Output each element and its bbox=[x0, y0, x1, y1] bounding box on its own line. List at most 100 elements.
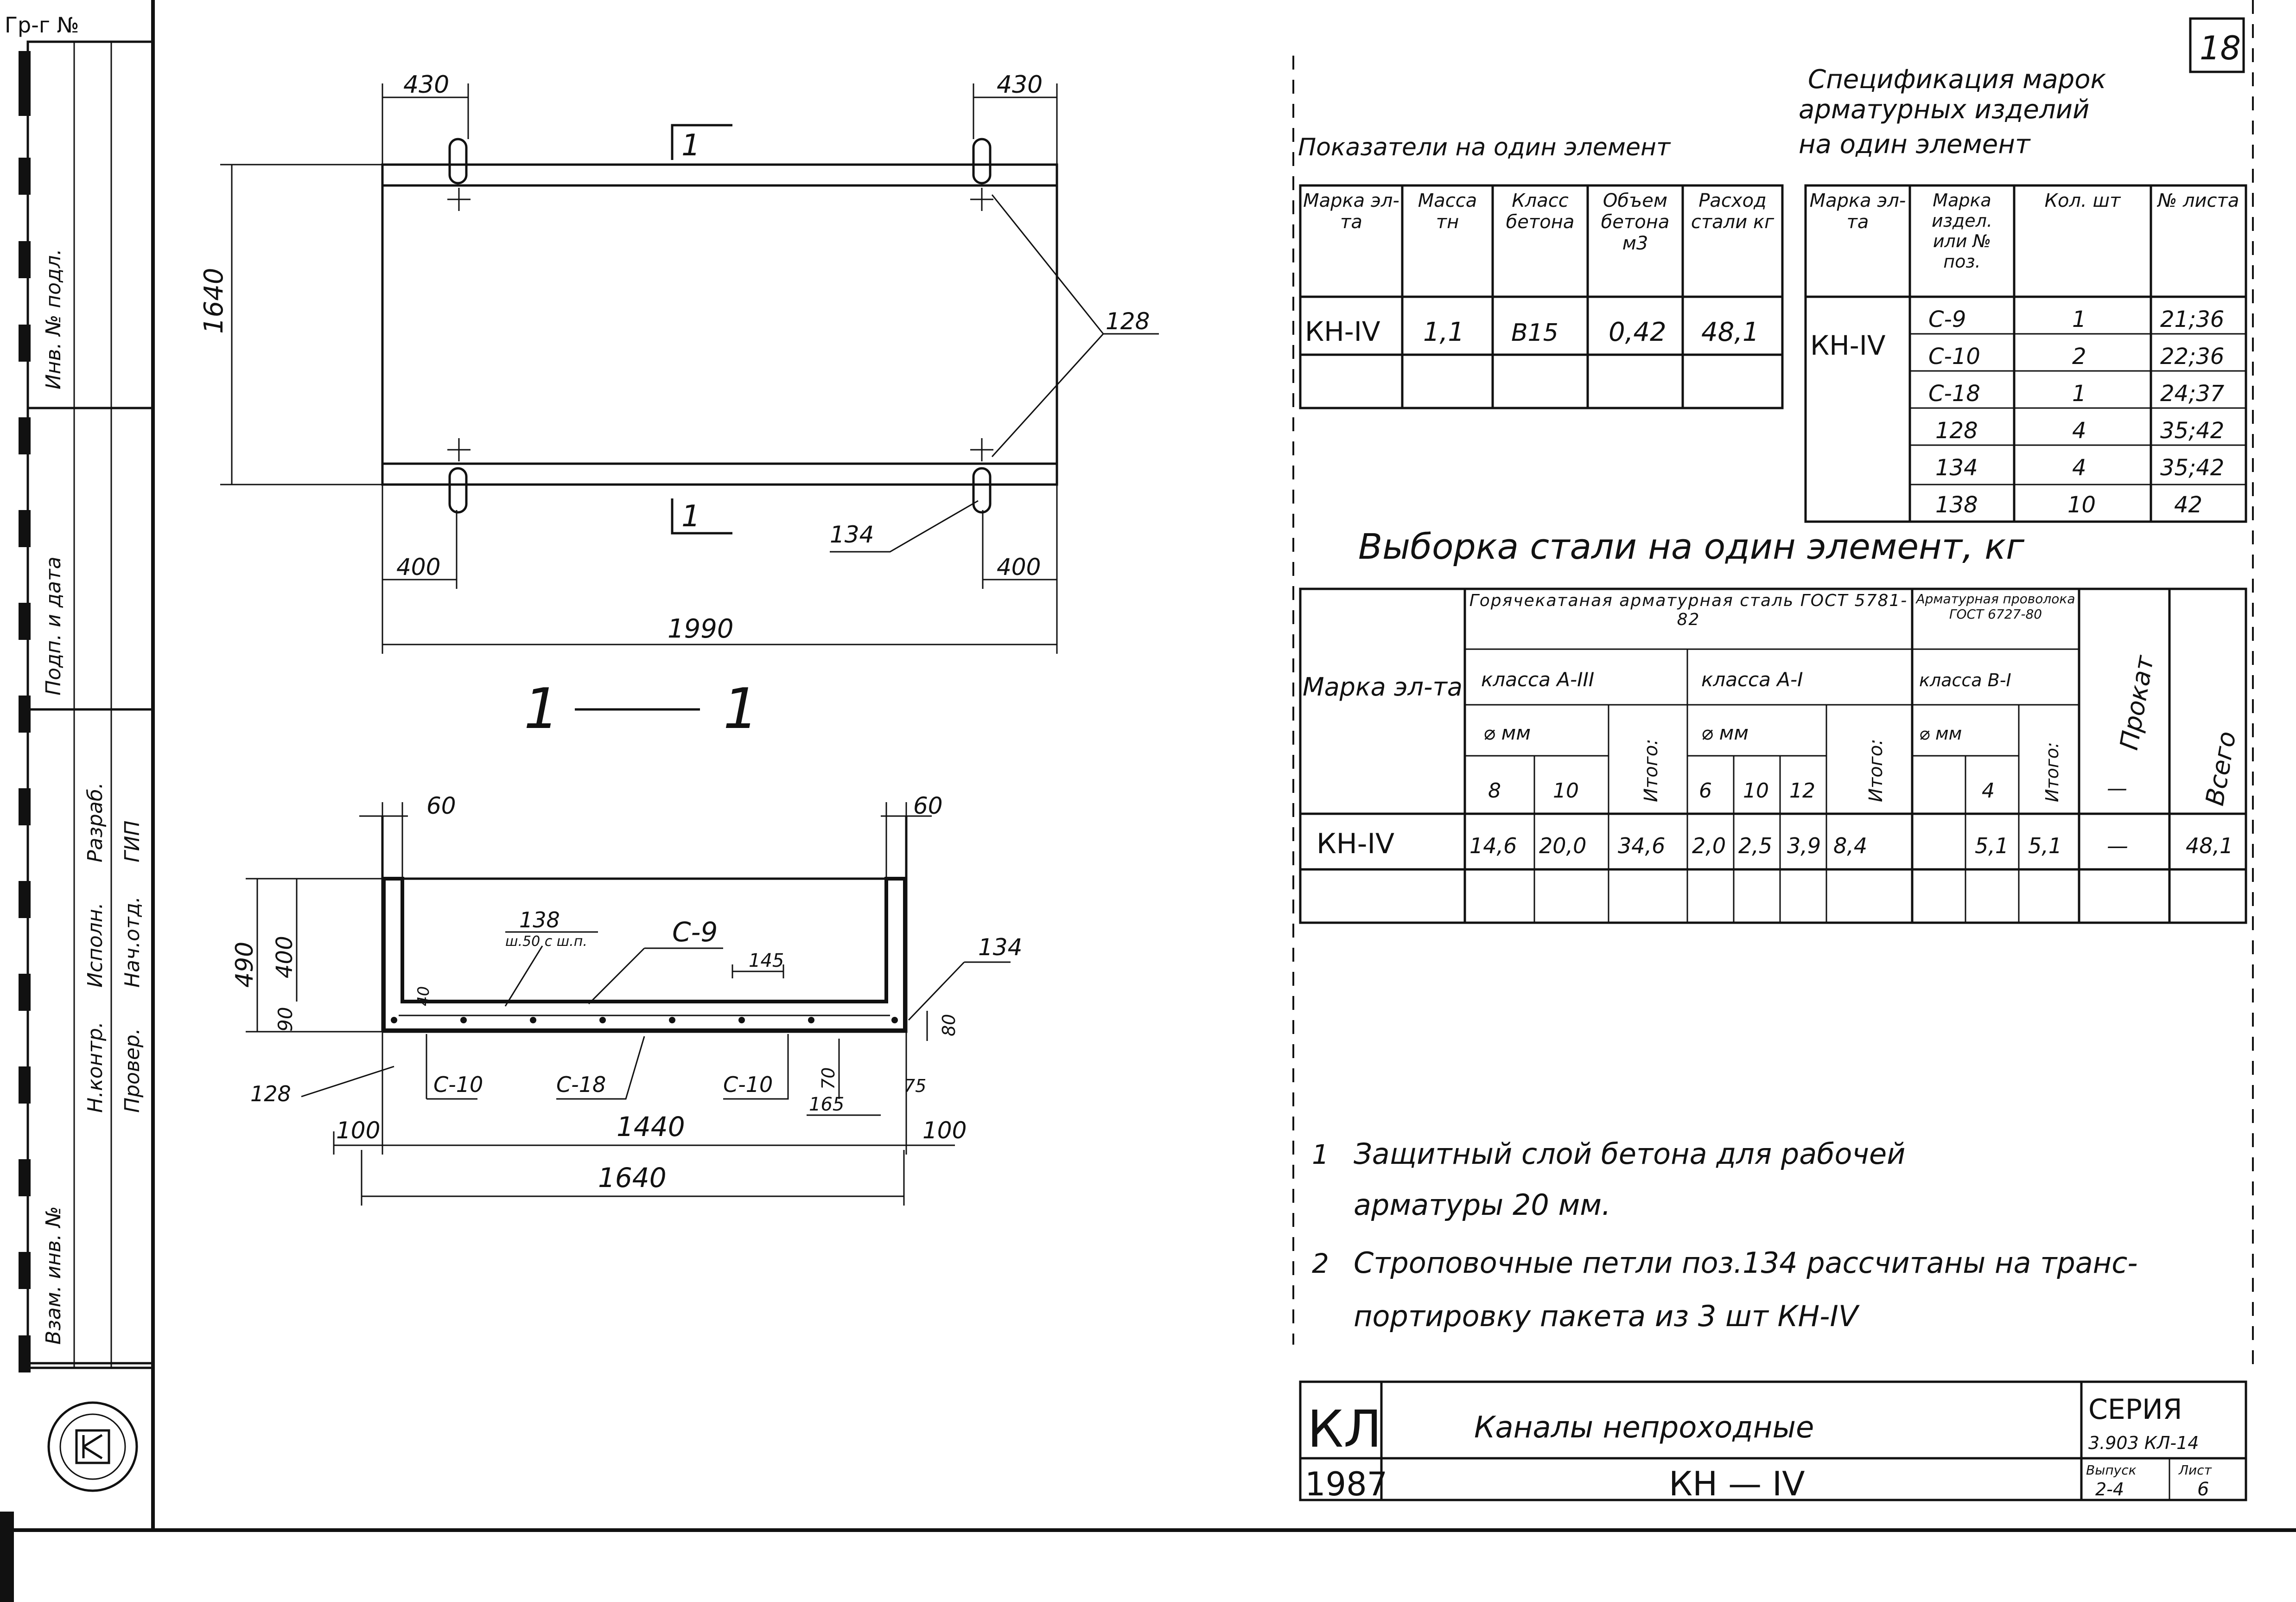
title-issue-value: 2-4 bbox=[2095, 1479, 2124, 1500]
spec-row-5-qty: 4 bbox=[2072, 455, 2086, 481]
approval-row-6: ГИП bbox=[121, 820, 144, 862]
indicators-title: Показатели на один элемент bbox=[1298, 134, 1671, 161]
steel-itogo-a1: Итого: bbox=[1865, 739, 1887, 802]
plan-section-mark-bottom: 1 bbox=[681, 499, 700, 534]
section-label-134: 134 bbox=[978, 934, 1022, 961]
section-dim-40: 40 bbox=[414, 986, 433, 1006]
approval-row-2: Исполн. bbox=[83, 902, 107, 988]
ind-cell-volume: 0,42 bbox=[1609, 317, 1666, 347]
note-2-line2: портировку пакета из 3 шт КН-IV bbox=[1354, 1299, 1860, 1333]
steel-group-wire: Арматурная проволока ГОСТ 6727-80 bbox=[1916, 591, 2075, 622]
steel-row-a1-12: 3,9 bbox=[1787, 833, 1821, 858]
institute-seal bbox=[47, 1401, 138, 1492]
plan-dim-height: 1640 bbox=[199, 268, 229, 334]
steel-header-mark: Марка эл-та bbox=[1303, 672, 1463, 702]
spec-header-sheet: № листа bbox=[2157, 190, 2239, 211]
steel-diam-b1: ⌀ мм bbox=[1919, 723, 1962, 744]
section-label-75: 75 bbox=[904, 1076, 926, 1096]
spec-row-1-qty: 1 bbox=[2072, 306, 2086, 332]
title-sheet-value: 6 bbox=[2197, 1479, 2209, 1500]
steel-diam-a1: ⌀ мм bbox=[1701, 721, 1749, 744]
approval-row-3: Разраб. bbox=[83, 782, 107, 862]
section-label-80: 80 bbox=[939, 1014, 959, 1036]
section-dim-1640: 1640 bbox=[598, 1162, 667, 1194]
steel-row-a1-total: 8,4 bbox=[1833, 833, 1867, 858]
title-issue-label: Выпуск bbox=[2086, 1462, 2137, 1478]
title-sheet-label: Лист bbox=[2178, 1462, 2212, 1478]
plan-callout-134: 134 bbox=[830, 521, 874, 548]
plan-dim-bottom-left: 400 bbox=[396, 554, 440, 581]
steel-table: Выборка стали на один элемент, кг Горяче… bbox=[1299, 526, 2247, 924]
plan-callout-128: 128 bbox=[1106, 308, 1150, 335]
section-view: 1 1 60 60 490 400 90 40 138 bbox=[231, 677, 1022, 1206]
steel-class-a3: класса А-III bbox=[1481, 668, 1594, 691]
ind-header-class: Класс бетона bbox=[1506, 190, 1575, 233]
steel-diam-a1-6: 6 bbox=[1699, 779, 1712, 803]
spec-row-5-sheet: 35;42 bbox=[2160, 455, 2224, 481]
section-label-165: 165 bbox=[809, 1094, 844, 1115]
ind-cell-steel: 48,1 bbox=[1701, 317, 1759, 347]
section-label-128: 128 bbox=[250, 1081, 291, 1106]
page-number: 18 bbox=[2200, 29, 2241, 67]
indicators-table: Показатели на один элемент Марка эл-та М… bbox=[1298, 134, 1784, 409]
plan-dim-top-right: 430 bbox=[997, 71, 1043, 99]
steel-diam-a3-10: 10 bbox=[1553, 779, 1579, 803]
section-label-138: 138 bbox=[519, 907, 560, 932]
steel-itogo-b1: Итого: bbox=[2042, 742, 2062, 802]
section-label-138-sub: ш.50 с ш.п. bbox=[505, 933, 587, 950]
approval-row-1: Н.контр. bbox=[83, 1021, 107, 1113]
section-label-c10-left: С-10 bbox=[433, 1072, 483, 1097]
steel-row-mark: КН-IV bbox=[1317, 828, 1394, 860]
ind-header-mark: Марка эл-та bbox=[1303, 190, 1399, 233]
title-year: 1987 bbox=[1305, 1465, 1387, 1503]
spec-row-2-item: С-10 bbox=[1928, 344, 1980, 370]
ind-header-steel: Расход стали кг bbox=[1691, 190, 1774, 233]
section-dim-100-left: 100 bbox=[336, 1117, 380, 1144]
steel-row-a1-10: 2,5 bbox=[1738, 833, 1772, 858]
notes: 1 Защитный слой бетона для рабочей армат… bbox=[1312, 1137, 2138, 1333]
spec-header-mark: Марка эл-та bbox=[1809, 190, 1906, 233]
spec-row-2-qty: 2 bbox=[2072, 344, 2086, 370]
spec-title-2: арматурных изделий bbox=[1799, 95, 2089, 125]
note-1-line1: Защитный слой бетона для рабочей bbox=[1354, 1137, 1905, 1171]
steel-class-a1: класса А-I bbox=[1701, 668, 1803, 691]
section-title-left: 1 bbox=[524, 677, 559, 741]
spec-header-item: Марка издел. или № поз. bbox=[1932, 190, 1992, 272]
spec-row-6-qty: 10 bbox=[2067, 492, 2096, 518]
steel-row-a3-10: 20,0 bbox=[1539, 833, 1586, 858]
section-dim-60-right: 60 bbox=[913, 792, 943, 819]
steel-diam-b1-4: 4 bbox=[1982, 779, 1995, 803]
spec-row-1-sheet: 21;36 bbox=[2160, 306, 2224, 332]
ind-cell-class: В15 bbox=[1511, 319, 1558, 347]
title-series-label: СЕРИЯ bbox=[2088, 1393, 2182, 1426]
section-title-right: 1 bbox=[723, 677, 758, 741]
section-dim-90: 90 bbox=[274, 1007, 297, 1032]
spec-row-6-sheet: 42 bbox=[2174, 492, 2202, 518]
steel-row-prokat: — bbox=[2107, 833, 2128, 858]
steel-itogo-a3: Итого: bbox=[1641, 739, 1662, 802]
spec-row-3-sheet: 24;37 bbox=[2160, 381, 2225, 407]
spec-title-3: на один элемент bbox=[1799, 129, 2031, 160]
steel-prokat-dash: — bbox=[2107, 777, 2127, 800]
spec-row-3-item: С-18 bbox=[1928, 381, 1980, 407]
title-series-value: 3.903 КЛ-14 bbox=[2088, 1433, 2199, 1453]
spec-row-5-item: 134 bbox=[1935, 455, 1978, 481]
plan-dim-top-left: 430 bbox=[403, 71, 449, 99]
steel-diam-a1-10: 10 bbox=[1743, 779, 1769, 803]
steel-group-hot-rolled: Горячекатаная арматурная сталь ГОСТ 5781… bbox=[1469, 591, 1908, 629]
steel-class-b1: класса В-I bbox=[1919, 670, 2011, 690]
specification-table: Спецификация марок арматурных изделий на… bbox=[1799, 64, 2247, 523]
steel-diam-a3-8: 8 bbox=[1488, 779, 1501, 803]
spec-row-4-qty: 4 bbox=[2072, 418, 2086, 444]
title-block: КЛ 1987 Каналы непроходные СЕРИЯ 3.903 К… bbox=[1299, 1380, 2247, 1503]
strip-label-1: Инв. № подл. bbox=[42, 249, 65, 389]
spec-element: КН-IV bbox=[1810, 330, 1886, 361]
section-label-145: 145 bbox=[749, 950, 784, 971]
note-2-num: 2 bbox=[1312, 1248, 1329, 1279]
section-label-c9: С-9 bbox=[672, 916, 718, 948]
page-number-box bbox=[2189, 17, 2245, 73]
section-label-c18: С-18 bbox=[556, 1072, 606, 1097]
spec-title-1: Спецификация марок bbox=[1808, 64, 2106, 95]
steel-title: Выборка стали на один элемент, кг bbox=[1358, 526, 2025, 567]
